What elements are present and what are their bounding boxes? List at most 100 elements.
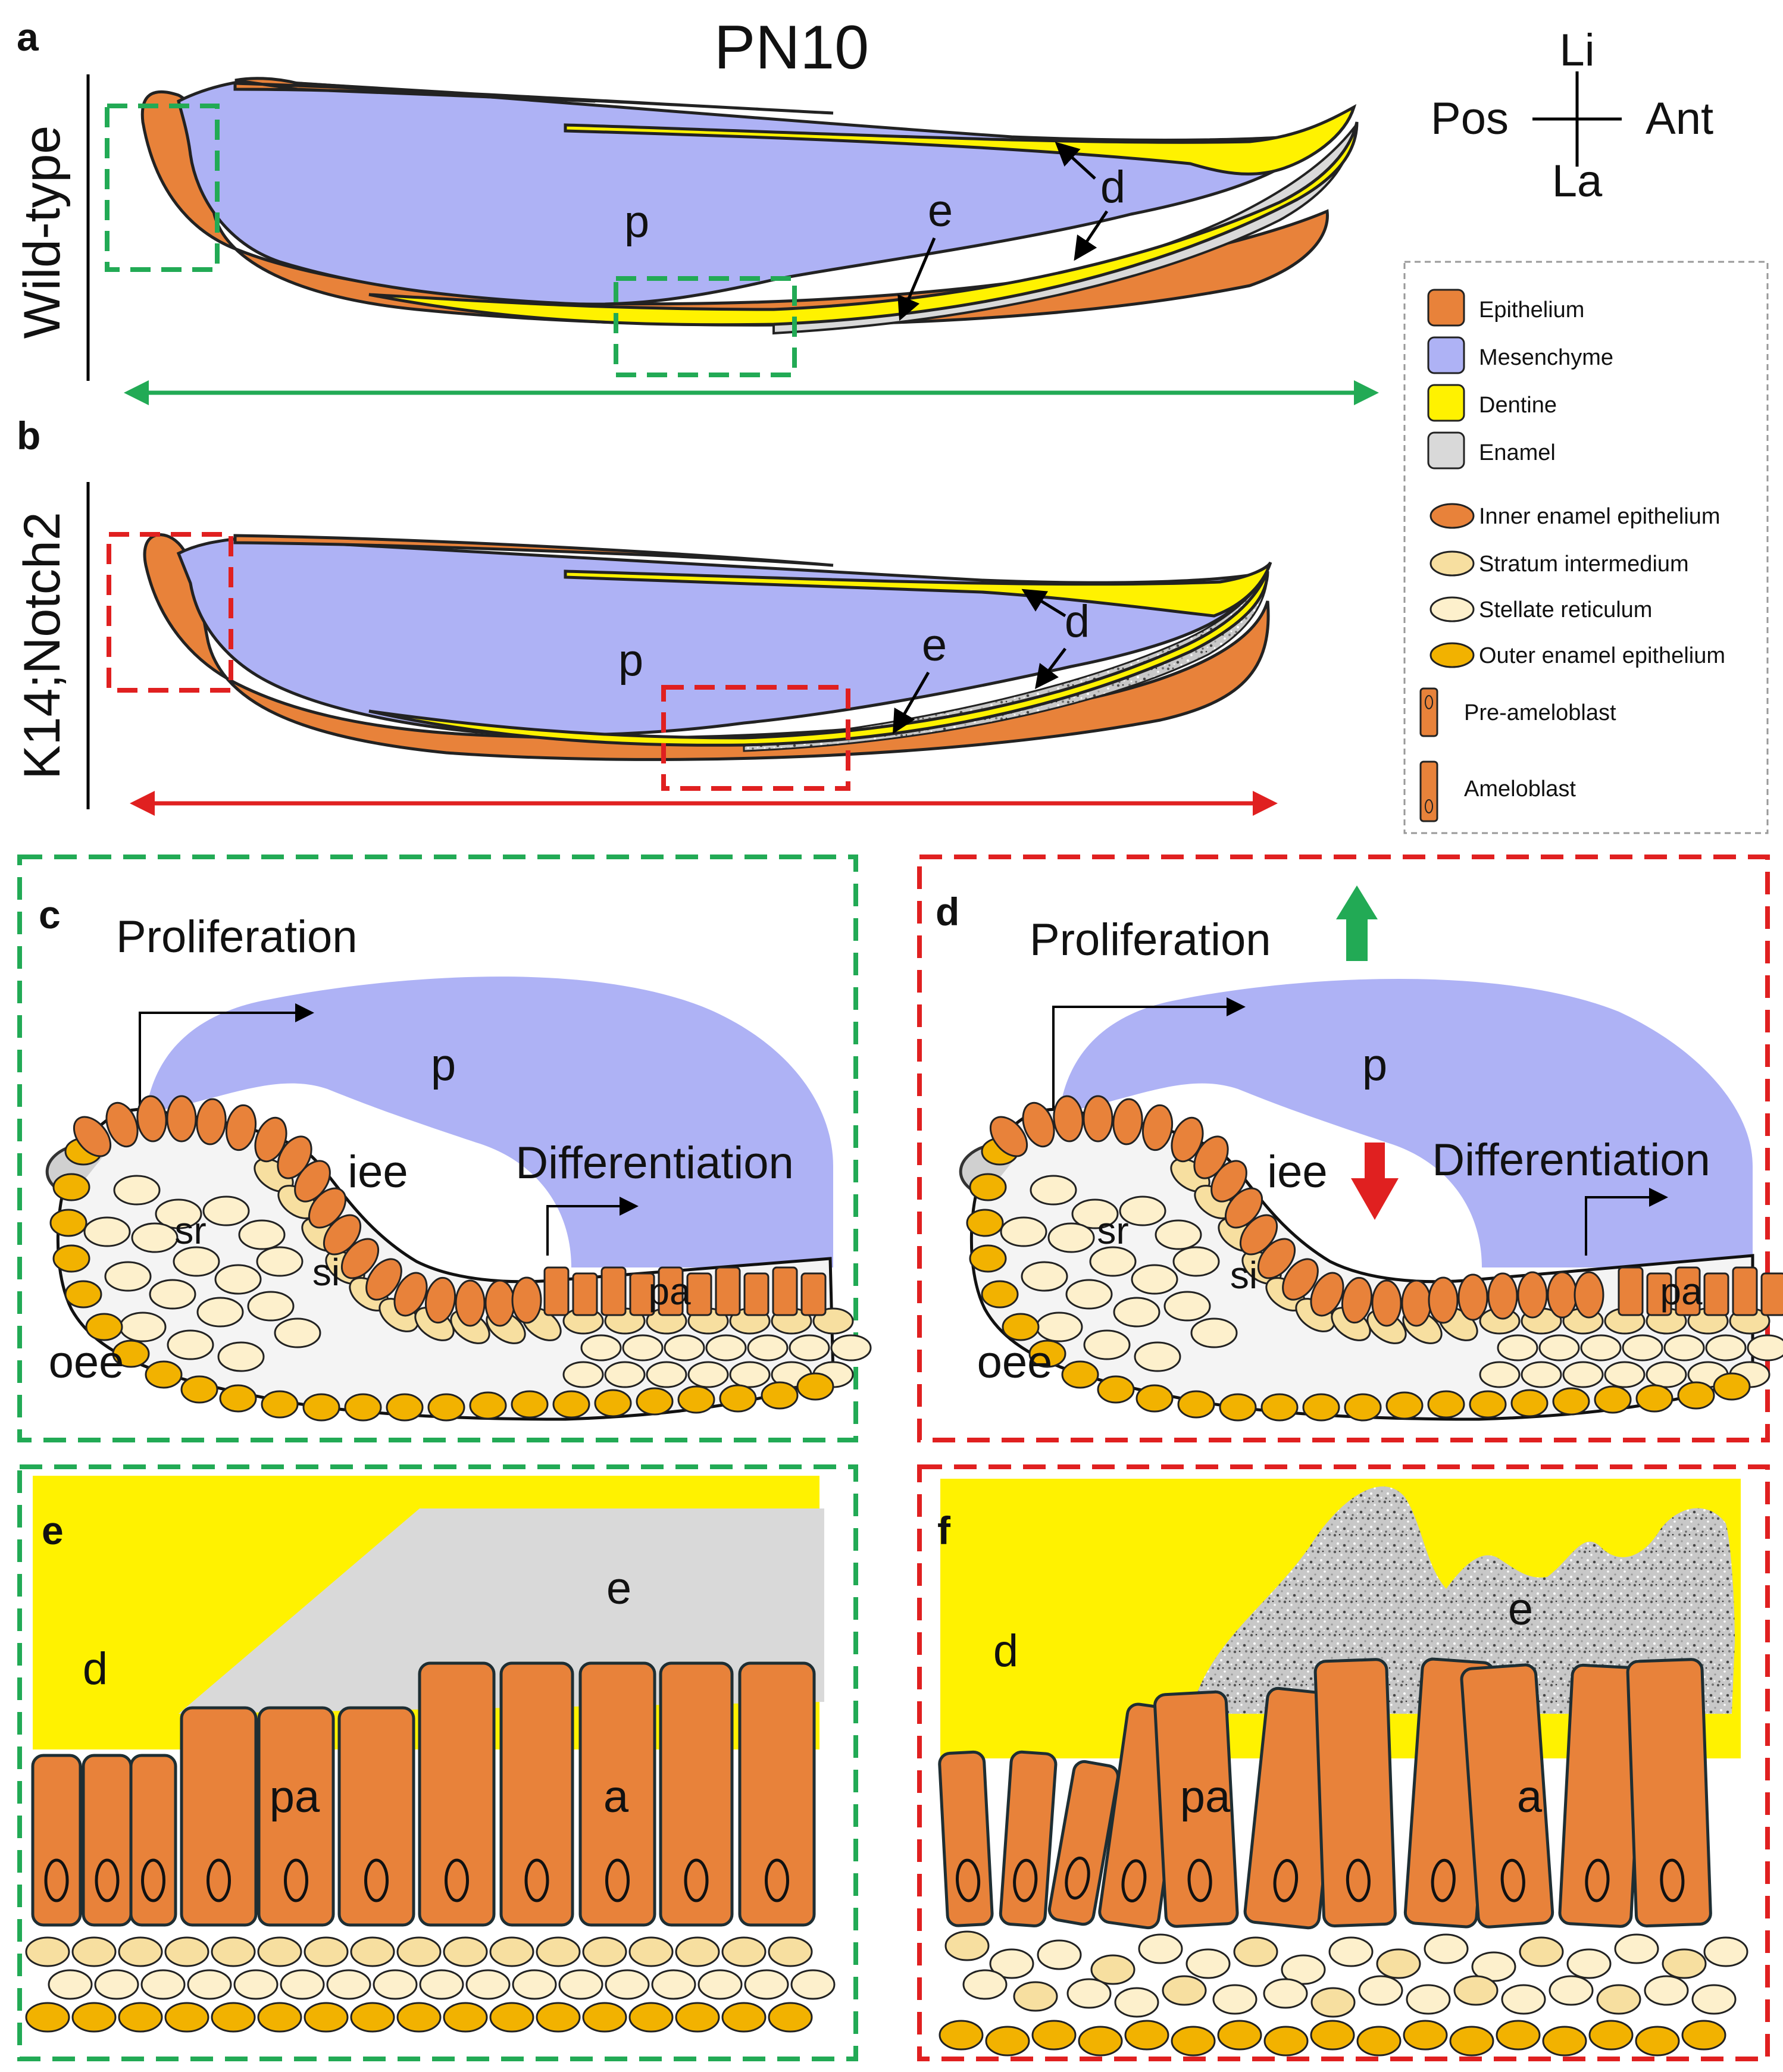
subjacent-cell [1066,1978,1112,2009]
pre-ameloblast-cell [629,1272,655,1316]
mt-transition-box [661,685,850,791]
subjacent-cell [71,1936,117,1967]
subjacent-cell [536,2002,581,2033]
subjacent-cell [1497,1334,1538,1361]
outer-enamel-epithelium-cell [1260,1393,1299,1422]
wt-pulp-label: p [624,196,649,247]
wt-dentine-label: d [1100,162,1125,212]
pre-ameloblast-cell [1675,1266,1701,1316]
panel-e-frame [17,1464,858,2061]
pre-ameloblast-cell [572,1272,598,1316]
mt-pulp-label: p [618,635,643,686]
outer-enamel-epithelium-cell [49,1209,87,1237]
subjacent-cell [304,2002,349,2033]
outer-enamel-epithelium-cell [1681,2020,1726,2051]
ameloblast-cell [82,1754,133,1927]
outer-enamel-epithelium-cell [1097,1375,1135,1404]
panel-letter-c: c [39,893,61,937]
subjacent-cell [25,2002,70,2033]
legend-swatch-si [1429,550,1475,577]
f-pa-label: pa [1180,1771,1231,1822]
outer-enamel-epithelium-cell [469,1391,507,1420]
pre-ameloblast-cell [1646,1272,1672,1316]
legend-swatch-enamel [1427,431,1465,470]
outer-enamel-epithelium-cell [1310,2020,1355,2051]
ameloblast-cell [738,1661,816,1927]
subjacent-cell [622,1334,664,1361]
ameloblast-cell [418,1661,496,1927]
outer-enamel-epithelium-cell [552,1390,590,1419]
subjacent-cell [604,1361,646,1388]
stellate-reticulum-cell [173,1246,220,1277]
outer-enamel-epithelium-cell [386,1393,424,1422]
outer-enamel-epithelium-cell [966,1209,1004,1237]
outer-enamel-epithelium-cell [1385,1391,1424,1420]
ameloblast-cell-body [180,1706,258,1927]
outer-enamel-epithelium-cell [981,1280,1019,1309]
inner-enamel-epithelium-cell [225,1104,257,1151]
pre-ameloblast-cell [543,1266,570,1316]
subjacent-cell [489,2002,534,2033]
subjacent-cell [512,1969,557,2000]
inner-enamel-epithelium-cell [166,1095,197,1143]
ameloblast-cell-body [499,1661,574,1927]
wt-cervical-loop-box [105,104,220,272]
inner-enamel-epithelium-cell [455,1279,486,1327]
subjacent-cell [304,1936,349,1967]
ameloblast-cell-nucleus [1431,1858,1456,1902]
c-proliferation-arrow [139,1003,314,1119]
legend-label-mesenchyme: Mesenchyme [1479,345,1613,370]
subjacent-cell [721,2002,767,2033]
ameloblast-cell [337,1706,415,1927]
legend-swatch-oee [1429,642,1475,668]
inner-enamel-epithelium-cell [1457,1273,1488,1321]
subjacent-cell [628,1936,674,1967]
outer-enamel-epithelium-cell [180,1375,218,1404]
subjacent-cell [187,1969,232,2000]
legend: Epithelium Mesenchyme Dentine Enamel Inn… [1403,261,1769,834]
ameloblast-cell-body [1153,1690,1239,1928]
c-cells [49,1095,872,1422]
panel-letter-d: d [936,890,959,934]
outer-enamel-epithelium-cell [1635,1384,1673,1413]
ameloblast-cell-nucleus [956,1858,981,1902]
subjacent-cell [729,1361,771,1388]
e-enamel-label: e [606,1563,631,1614]
f-cells [938,1657,1748,2057]
subjacent-cell [1263,1978,1308,2009]
ameloblast-cell-body [659,1661,734,1927]
subjacent-cell [675,1936,720,1967]
subjacent-cell [118,2002,163,2033]
subjacent-cell [651,1969,696,2000]
green-up-arrow-icon [1336,885,1378,961]
inner-enamel-epithelium-cell [1257,1238,1296,1279]
wt-epithelium-top [233,77,834,115]
d-proliferation-arrow [1052,997,1246,1119]
mt-dentine-top [564,561,1272,618]
subjacent-cell [1519,1936,1564,1967]
outer-enamel-epithelium-cell [1177,1390,1215,1419]
subjacent-cell [747,1334,789,1361]
inner-enamel-epithelium-cell [277,1135,312,1179]
subjacent-cell [605,1969,650,2000]
ameloblast-cell [1460,1663,1554,1929]
subjacent-cell [1521,1361,1562,1388]
outer-enamel-epithelium-cell [1594,1385,1632,1414]
legend-label-enamel: Enamel [1479,440,1556,465]
outer-enamel-epithelium-cell [85,1313,123,1341]
d-pa-label: pa [1660,1270,1703,1313]
wild-type-tooth: p e d [105,77,1379,405]
subjacent-cell [1424,1933,1469,1964]
wt-transition-box [614,276,797,377]
pre-ameloblast-cell [686,1272,712,1316]
ameloblast-cell [659,1661,734,1927]
e-dentine-label: d [83,1644,108,1694]
subjacent-cell [1663,1334,1705,1361]
ameloblast-cell-body [578,1661,656,1927]
subjacent-cell [1328,1936,1374,1967]
inner-enamel-epithelium-cell [989,1116,1028,1157]
ameloblast-cell-nucleus [1013,1858,1038,1902]
inner-enamel-epithelium-cell [424,1276,456,1324]
subjacent-cell [1646,1361,1687,1388]
subjacent-cell [1614,1933,1659,1964]
